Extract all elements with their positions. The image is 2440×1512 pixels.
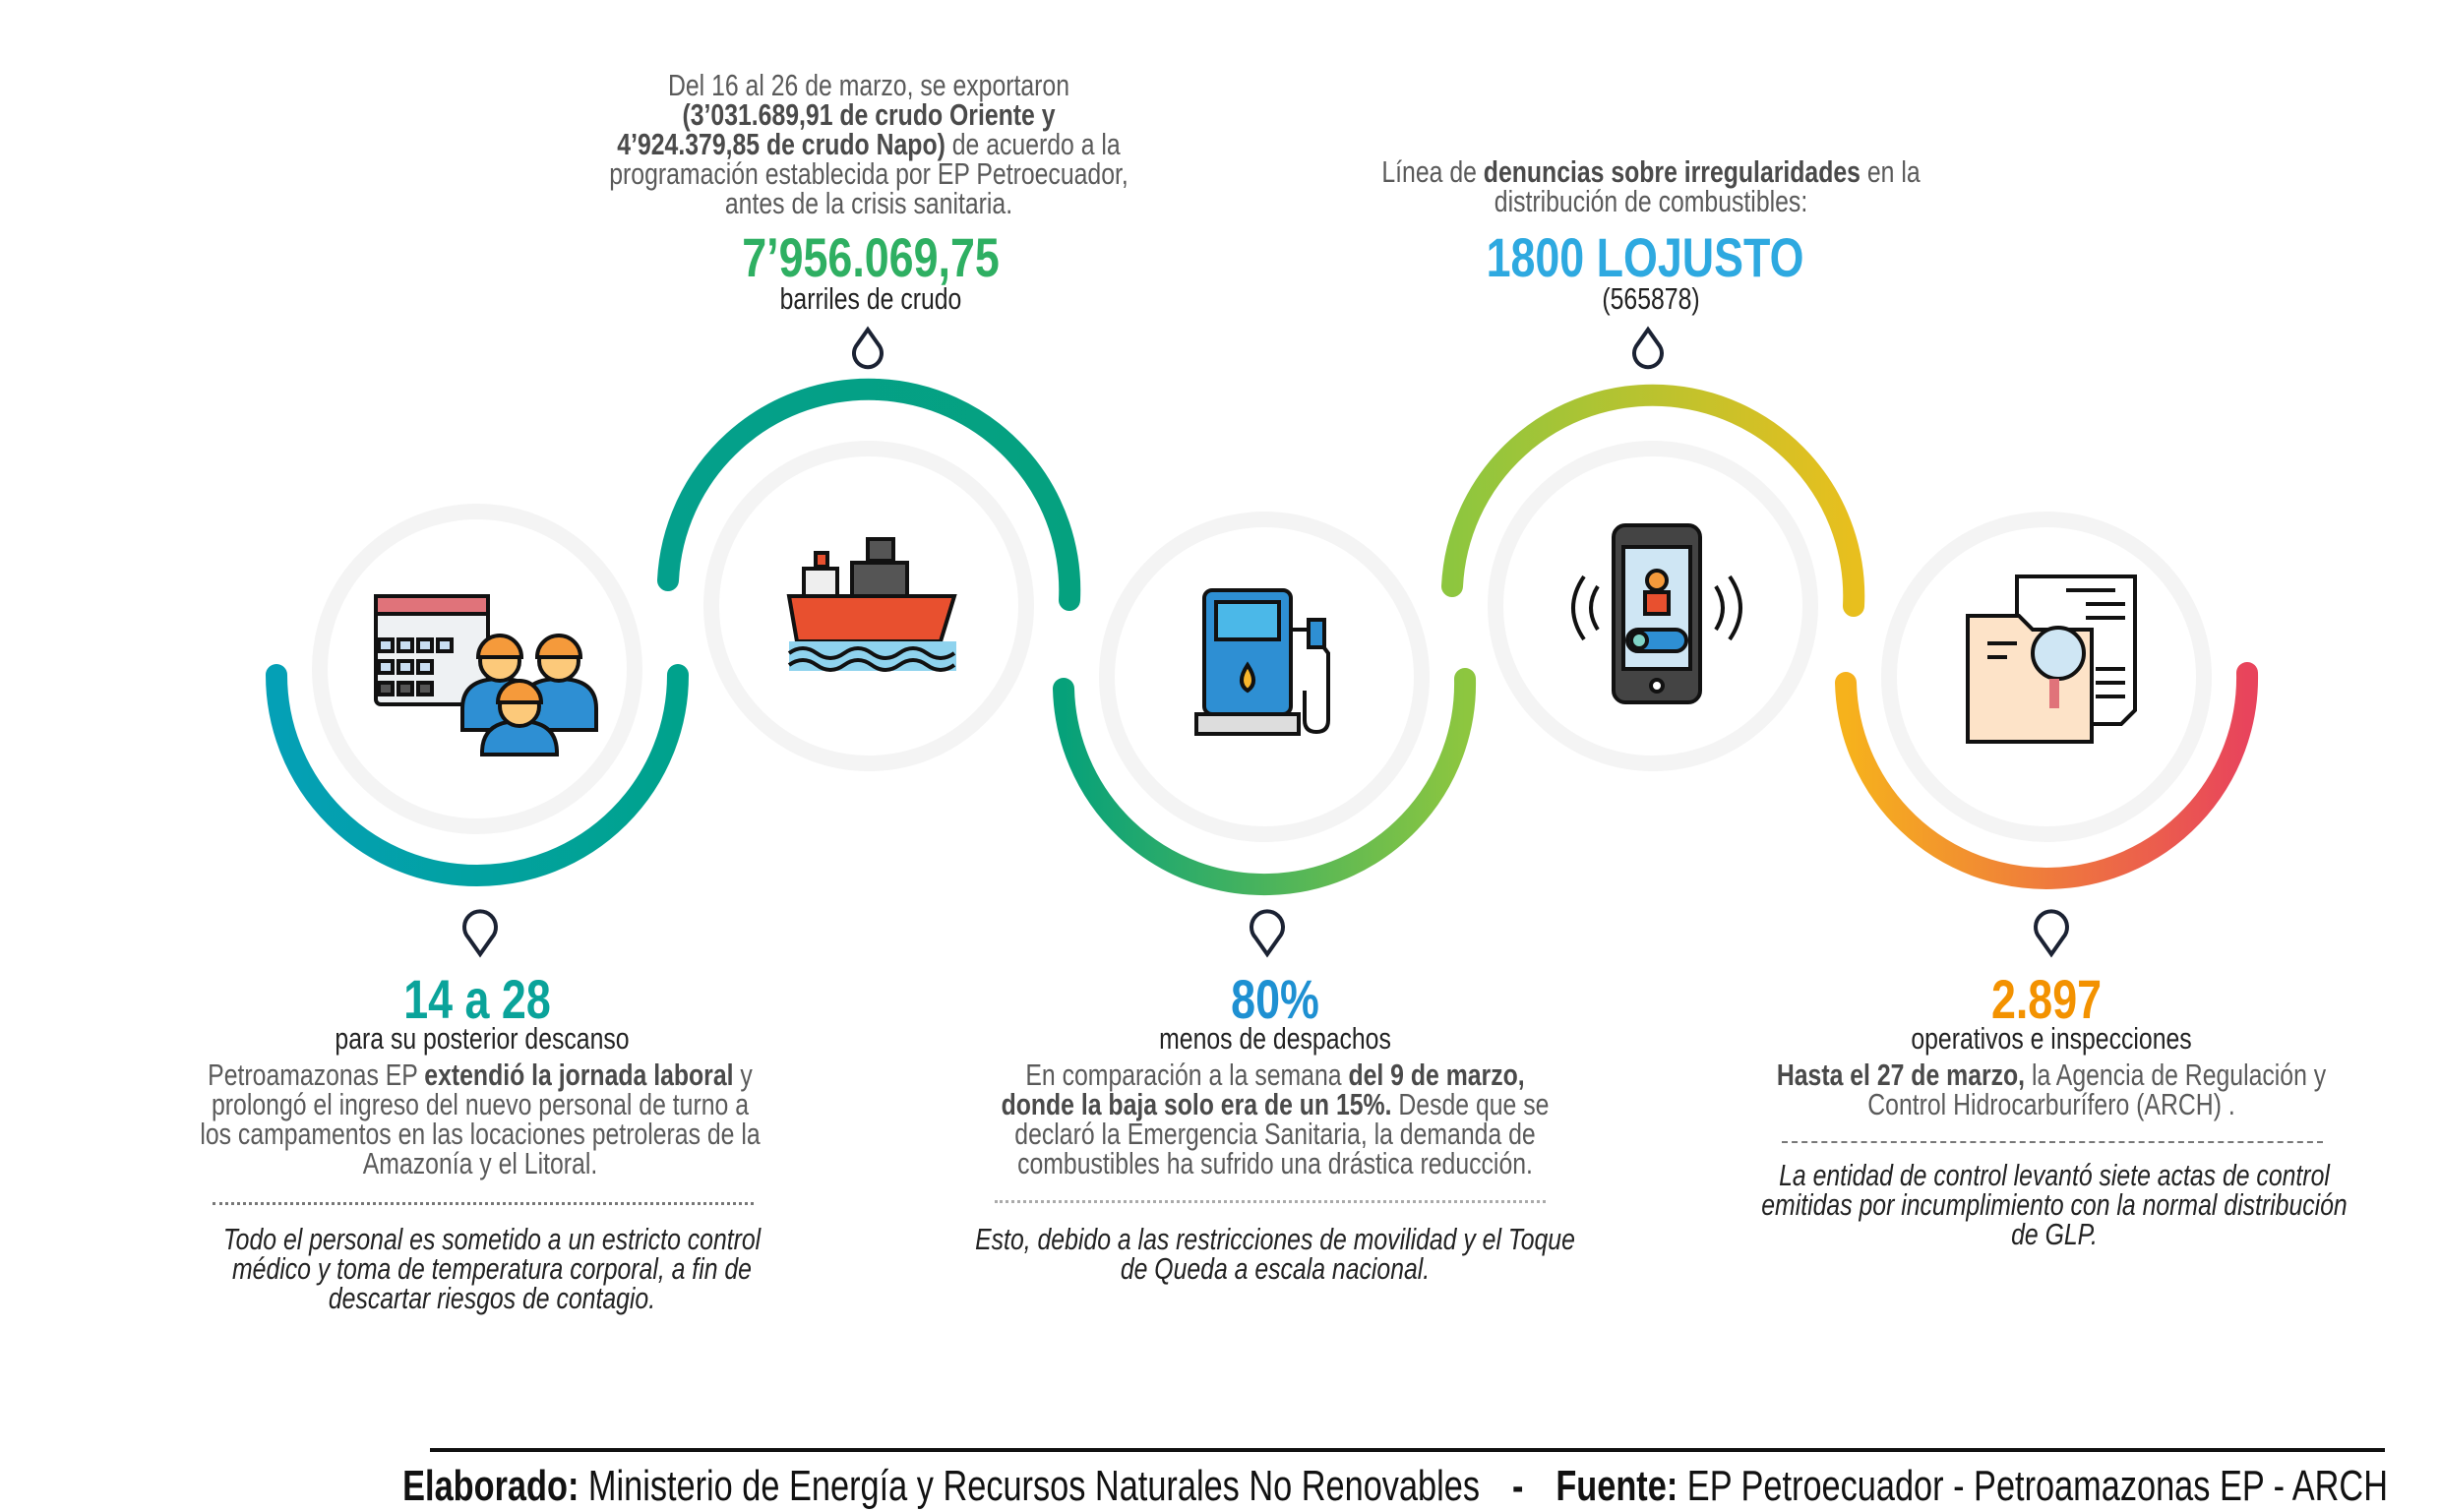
cargo-ship-icon [786, 537, 957, 672]
hotline-description: Línea de denuncias sobre irregularidades… [1381, 154, 1921, 218]
pin-icon-bottom-3 [2034, 909, 2069, 958]
arc-1 [266, 664, 689, 886]
pin-icon-bottom-1 [462, 909, 498, 958]
text-bold: Hasta el 27 de marzo, [1776, 1058, 2026, 1092]
note-line: de Queda a escala nacional. [1120, 1251, 1431, 1286]
hotline-line: distribución de combustibles: [1494, 184, 1808, 218]
exports-line: Del 16 al 26 de marzo, se exportaron [667, 68, 1070, 102]
document-search-icon [1966, 575, 2137, 744]
footer-separator: - [1511, 1462, 1524, 1510]
rest-days-unit: para su posterior descanso [335, 1021, 630, 1056]
calendar-workers-icon [374, 594, 598, 756]
divider [213, 1202, 754, 1205]
inspections-note: La entidad de control levantó siete acta… [1761, 1158, 2348, 1251]
footer-credits: Elaborado: Ministerio de Energía y Recur… [402, 1464, 2388, 1509]
elaborado-value: Ministerio de Energía y Recursos Natural… [579, 1462, 1481, 1510]
footer-rule [430, 1448, 2385, 1452]
text: prolongó el ingreso del nuevo personal d… [212, 1087, 749, 1121]
inner-ring-5 [1881, 512, 2212, 842]
note-line: La entidad de control levantó siete acta… [1779, 1158, 2330, 1192]
text: combustibles ha sufrido una drástica red… [1017, 1146, 1533, 1180]
fuel-pump-icon [1194, 588, 1330, 736]
hotline-line: en la [1860, 154, 1921, 189]
text: Control Hidrocarburífero (ARCH) . [1867, 1087, 2235, 1121]
text: Petroamazonas EP [208, 1058, 425, 1092]
exports-napo: 4’924.379,85 de crudo Napo) [617, 127, 946, 161]
note-line: emitidas por incumplimiento con la norma… [1761, 1187, 2348, 1222]
text: Amazonía y el Litoral. [362, 1146, 598, 1180]
arc-4 [1441, 384, 1865, 617]
inspections-number: 2.897 [1990, 968, 2103, 1030]
hotline-line: Línea de [1381, 154, 1484, 189]
hotline-code: (565878) [1602, 281, 1700, 316]
exports-description: Del 16 al 26 de marzo, se exportaron (3’… [609, 68, 1128, 220]
text: los campamentos en las locaciones petrol… [200, 1117, 761, 1151]
exports-line: de acuerdo a la [945, 127, 1121, 161]
exports-line: programación establecida por EP Petroecu… [609, 156, 1128, 191]
inspections-description: Hasta el 27 de marzo, la Agencia de Regu… [1776, 1058, 2327, 1121]
text-bold: extendió la jornada laboral [424, 1058, 734, 1092]
inner-ring-3 [1099, 512, 1430, 842]
note-line: Todo el personal es sometido a un estric… [222, 1222, 762, 1256]
exports-oriente: (3’031.689,91 de crudo Oriente y [682, 97, 1056, 132]
text-bold: donde la baja solo era de un 15%. [1001, 1087, 1392, 1121]
elaborado-label: Elaborado: [402, 1462, 580, 1510]
barrels-number: 7’956.069,75 [742, 226, 1000, 288]
text-bold: del 9 de marzo, [1348, 1058, 1525, 1092]
inner-ring-1 [312, 504, 642, 834]
note-line: descartar riesgos de contagio. [328, 1281, 656, 1315]
divider [1782, 1141, 2323, 1143]
note-line: médico y toma de temperatura corporal, a… [232, 1251, 752, 1286]
dispatch-drop-unit: menos de despachos [1159, 1021, 1391, 1056]
dispatch-note: Esto, debido a las restricciones de movi… [975, 1222, 1575, 1286]
inspections-unit: operativos e inspecciones [1911, 1021, 2192, 1056]
inner-ring-4 [1488, 441, 1818, 771]
pin-icon-bottom-2 [1250, 909, 1285, 958]
drop-icon-top-2 [1632, 326, 1664, 370]
arc-5 [1835, 662, 2259, 889]
text: Desde que se [1391, 1087, 1550, 1121]
divider [995, 1200, 1546, 1203]
text: y [733, 1058, 753, 1092]
drop-icon-top-1 [852, 326, 884, 370]
hotline-number: 1800 LOJUSTO [1486, 226, 1804, 288]
dispatch-drop-number: 80% [1231, 968, 1319, 1030]
rest-days-number: 14 a 28 [403, 968, 551, 1030]
text: la Agencia de Regulación y [2025, 1058, 2327, 1092]
hotline-bold: denuncias sobre irregularidades [1483, 154, 1860, 189]
dispatch-description: En comparación a la semana del 9 de marz… [1001, 1058, 1550, 1180]
barrels-unit: barriles de crudo [779, 281, 962, 316]
text: En comparación a la semana [1025, 1058, 1349, 1092]
fuente-label: Fuente: [1556, 1462, 1678, 1510]
arc-3 [1053, 668, 1477, 895]
smartphone-call-icon [1571, 523, 1742, 704]
workforce-note: Todo el personal es sometido a un estric… [222, 1222, 762, 1315]
exports-line: antes de la crisis sanitaria. [724, 186, 1013, 220]
text: declaró la Emergencia Sanitaria, la dema… [1014, 1117, 1536, 1151]
note-line: de GLP. [2011, 1217, 2098, 1251]
fuente-value: EP Petroecuador - Petroamazonas EP - ARC… [1678, 1462, 2388, 1510]
note-line: Esto, debido a las restricciones de movi… [975, 1222, 1575, 1256]
arc-2 [657, 378, 1081, 611]
workforce-description: Petroamazonas EP extendió la jornada lab… [200, 1058, 761, 1180]
inner-ring-2 [703, 441, 1034, 771]
